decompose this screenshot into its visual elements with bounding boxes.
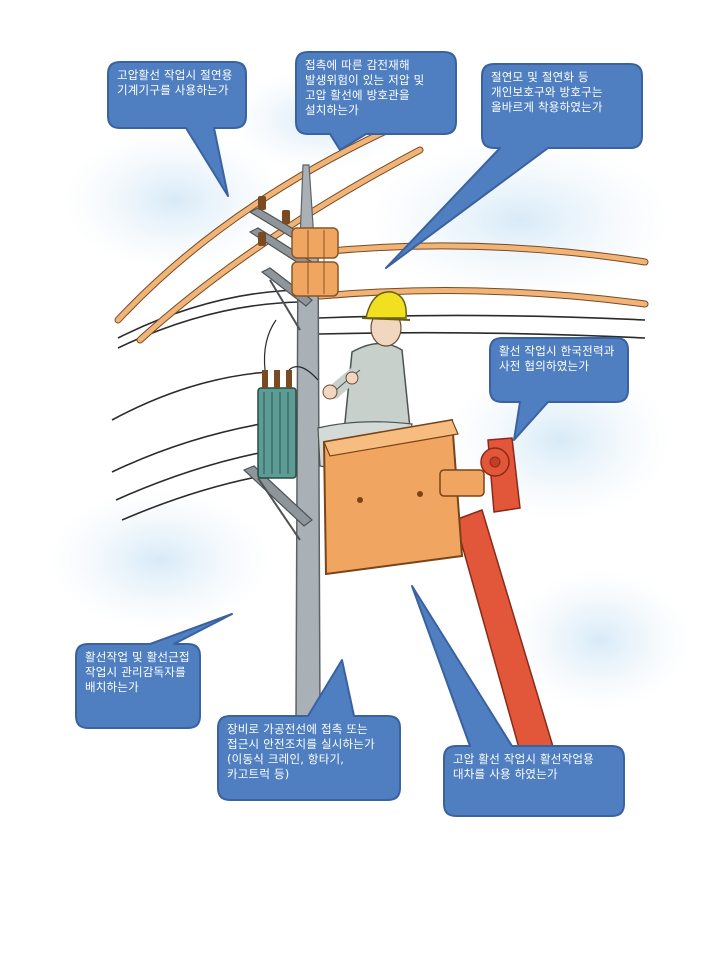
aerial-bucket — [322, 418, 485, 576]
callout-4-shape — [489, 337, 629, 441]
power-lines-orange — [114, 116, 649, 344]
callout-7-shape — [411, 585, 625, 817]
callout-2-shape — [295, 51, 457, 151]
callout-kepco-consultation: 활선 작업시 한국전력과 사전 협의하였는가 — [499, 344, 615, 373]
callout-6-shape — [217, 659, 401, 801]
callout-3-shape — [385, 63, 643, 269]
callout-protective-cover: 접촉에 따른 감전재해 발생위험이 있는 저압 및 고압 활선에 방호관을 설치… — [305, 58, 425, 117]
callout-shapes — [75, 51, 643, 817]
callout-live-line-truck: 고압 활선 작업시 활선작업용 대차를 사용 하였는가 — [453, 752, 594, 781]
insulating-cover — [291, 227, 339, 297]
callout-supervisor-assignment: 활선작업 및 활선근접 작업시 관리감독자를 배치하는가 — [85, 650, 190, 694]
callout-equipment-safety: 장비로 가공전선에 접촉 또는 접근시 안전조치를 실시하는가 (이동식 크레인… — [227, 722, 375, 781]
callout-5-shape — [75, 613, 233, 729]
boom-arm — [454, 437, 561, 781]
callout-protective-equipment: 절연모 및 절연화 등 개인보호구와 방호구는 올바르게 착용하였는가 — [491, 70, 603, 114]
callout-insulated-tools: 고압활선 작업시 절연용 기계기구를 사용하는가 — [117, 68, 233, 97]
transformer — [257, 319, 319, 479]
callout-1-shape — [107, 61, 247, 197]
